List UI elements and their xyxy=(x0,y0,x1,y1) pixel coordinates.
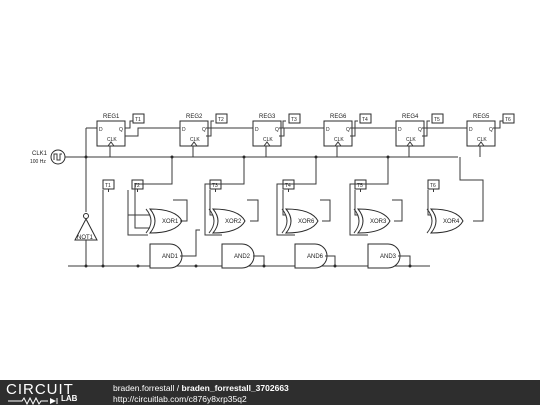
register-pin-q: Q xyxy=(275,127,279,133)
tap-label: T2 xyxy=(134,183,140,189)
register-pin-q: Q xyxy=(202,127,206,133)
xor-gate-2[interactable]: XOR2 xyxy=(208,208,246,234)
register-name: REG2 xyxy=(186,114,203,120)
project-title[interactable]: braden_forrestall_3702663 xyxy=(181,383,289,393)
xor-gate-label: XOR2 xyxy=(225,219,242,225)
and-gate-1[interactable]: AND1 xyxy=(149,243,183,269)
register-pin-q: Q xyxy=(119,127,123,133)
not-gate[interactable]: NOT1 xyxy=(74,213,98,242)
xor-gate-label: XOR6 xyxy=(298,219,315,225)
register-pin-q: Q xyxy=(489,127,493,133)
register-tag-label: T4 xyxy=(362,117,368,123)
clock-frequency: 100 Hz xyxy=(30,159,46,165)
tap-label: T4 xyxy=(285,183,291,189)
logo-circuit-text: CIRCUIT xyxy=(6,381,74,398)
tap-3: T3 xyxy=(209,179,222,192)
clock-source[interactable]: CLK1 100 Hz xyxy=(30,149,66,165)
tap-label: T6 xyxy=(430,183,436,189)
circuitlab-logo[interactable]: CIRCUIT LAB xyxy=(6,381,106,405)
register-tag-label: T6 xyxy=(505,117,511,123)
resistor-icon xyxy=(8,397,58,405)
tap-6: T6 xyxy=(427,179,440,192)
footer-info: braden.forrestall / braden_forrestall_37… xyxy=(113,383,289,405)
and-gate-label: AND6 xyxy=(307,254,324,260)
and-gate-label: AND2 xyxy=(234,254,251,260)
register-tag: T1 xyxy=(132,113,145,124)
tap-label: T5 xyxy=(357,183,363,189)
register-pin-clk: CLK xyxy=(477,137,487,143)
and-gate-4[interactable]: AND3 xyxy=(367,243,401,269)
register-pin-d: D xyxy=(99,127,103,133)
logo-lab-text: LAB xyxy=(61,394,78,403)
clock-name: CLK1 xyxy=(32,151,48,157)
tap-label: T1 xyxy=(105,183,111,189)
register-tag-label: T5 xyxy=(434,117,440,123)
xor-gate-1[interactable]: XOR1 xyxy=(145,208,183,234)
and-gate-label: AND1 xyxy=(162,254,179,260)
register-name: REG3 xyxy=(259,114,276,120)
register-pin-q: Q xyxy=(418,127,422,133)
xor-gate-label: XOR1 xyxy=(162,219,179,225)
register-pin-clk: CLK xyxy=(263,137,273,143)
register-name: REG6 xyxy=(330,114,347,120)
register-tag: T6 xyxy=(502,113,515,124)
register-tag-label: T3 xyxy=(291,117,297,123)
register-tag: T2 xyxy=(215,113,228,124)
tap-label: T3 xyxy=(212,183,218,189)
xor-gate-5[interactable]: XOR4 xyxy=(426,208,464,234)
tap-4: T4 xyxy=(282,179,295,192)
register-pin-clk: CLK xyxy=(406,137,416,143)
register-pin-d: D xyxy=(398,127,402,133)
and-gate-label: AND3 xyxy=(380,254,397,260)
register-pin-q: Q xyxy=(346,127,350,133)
tap-2: T2 xyxy=(131,179,144,192)
register-pin-clk: CLK xyxy=(107,137,117,143)
register-tag: T3 xyxy=(288,113,301,124)
project-url[interactable]: http://circuitlab.com/c876y8xrp35q2 xyxy=(113,394,247,404)
register-tag: T5 xyxy=(431,113,444,124)
xor-gate-4[interactable]: XOR3 xyxy=(353,208,391,234)
register-tag-label: T1 xyxy=(135,117,141,123)
and-gate-3[interactable]: AND6 xyxy=(294,243,328,269)
register-pin-d: D xyxy=(182,127,186,133)
register-name: REG5 xyxy=(473,114,490,120)
footer-bar: CIRCUIT LAB braden.forrestall / braden_f… xyxy=(0,380,540,405)
register-pin-d: D xyxy=(469,127,473,133)
xor-gate-label: XOR4 xyxy=(443,219,460,225)
tap-5: T5 xyxy=(354,179,367,192)
not-gate-label: NOT1 xyxy=(77,235,94,241)
register-pin-clk: CLK xyxy=(334,137,344,143)
register-pin-d: D xyxy=(255,127,259,133)
register-tag-label: T2 xyxy=(218,117,224,123)
register-pin-d: D xyxy=(326,127,330,133)
author-link[interactable]: braden.forrestall xyxy=(113,383,175,393)
xor-gate-3[interactable]: XOR6 xyxy=(281,208,319,234)
xor-gate-label: XOR3 xyxy=(370,219,387,225)
tap-1: T1 xyxy=(102,179,115,192)
register-tag: T4 xyxy=(359,113,372,124)
register-name: REG4 xyxy=(402,114,419,120)
tap-labels: T1 T2 T3 T4 T5 T6 xyxy=(102,179,440,192)
register-name: REG1 xyxy=(103,114,120,120)
path-separator: / xyxy=(174,383,182,393)
register-pin-clk: CLK xyxy=(190,137,200,143)
and-gate-2[interactable]: AND2 xyxy=(221,243,255,269)
